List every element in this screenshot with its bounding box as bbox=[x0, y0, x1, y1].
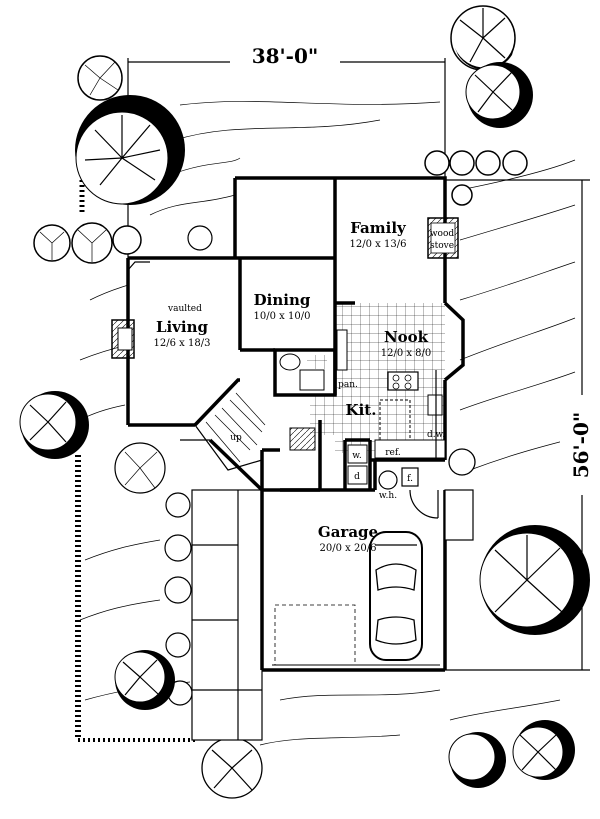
pantry-label: pan. bbox=[338, 380, 358, 390]
washer-label: w. bbox=[352, 451, 362, 461]
fixture-labels: pan. ref. d.w. w. d w.h. f. up bbox=[230, 380, 445, 501]
kitchen-name: Kit. bbox=[346, 401, 377, 419]
width-dimension-label: 38'-0" bbox=[252, 44, 319, 68]
dining-room-size: 10/0 x 10/0 bbox=[254, 311, 311, 322]
family-room-name: Family bbox=[350, 219, 407, 237]
depth-dimension-label: 56'-0" bbox=[569, 412, 593, 479]
garage-name: Garage bbox=[318, 523, 378, 541]
car-icon bbox=[369, 531, 423, 661]
garage-size: 20/0 x 20/6 bbox=[320, 543, 377, 554]
dishwasher-label: d.w. bbox=[427, 430, 445, 440]
walls bbox=[126, 176, 465, 672]
details bbox=[111, 217, 474, 666]
nook-size: 12/0 x 8/0 bbox=[381, 348, 432, 359]
wood-stove-label-2: stove bbox=[430, 241, 454, 251]
water-heater-label: w.h. bbox=[379, 491, 397, 501]
dimension-width: 38'-0" bbox=[127, 42, 446, 260]
living-room-size: 12/6 x 18/3 bbox=[154, 338, 211, 349]
living-room-name: Living bbox=[156, 318, 209, 336]
family-room-size: 12/0 x 13/6 bbox=[350, 239, 407, 250]
wood-stove-label-1: wood bbox=[430, 229, 455, 239]
living-room-note: vaulted bbox=[167, 304, 202, 314]
nook-name: Nook bbox=[384, 328, 429, 346]
furnace-label: f. bbox=[407, 474, 413, 484]
room-labels: Family 12/0 x 13/6 wood stove Dining 10/… bbox=[154, 219, 455, 554]
front-walk bbox=[191, 489, 263, 741]
dining-room-name: Dining bbox=[254, 291, 311, 309]
dryer-label: d bbox=[354, 472, 360, 482]
refrigerator-label: ref. bbox=[385, 448, 401, 458]
trees bbox=[19, 5, 590, 799]
site-lines bbox=[75, 101, 576, 746]
stair-up-label: up bbox=[230, 433, 242, 443]
